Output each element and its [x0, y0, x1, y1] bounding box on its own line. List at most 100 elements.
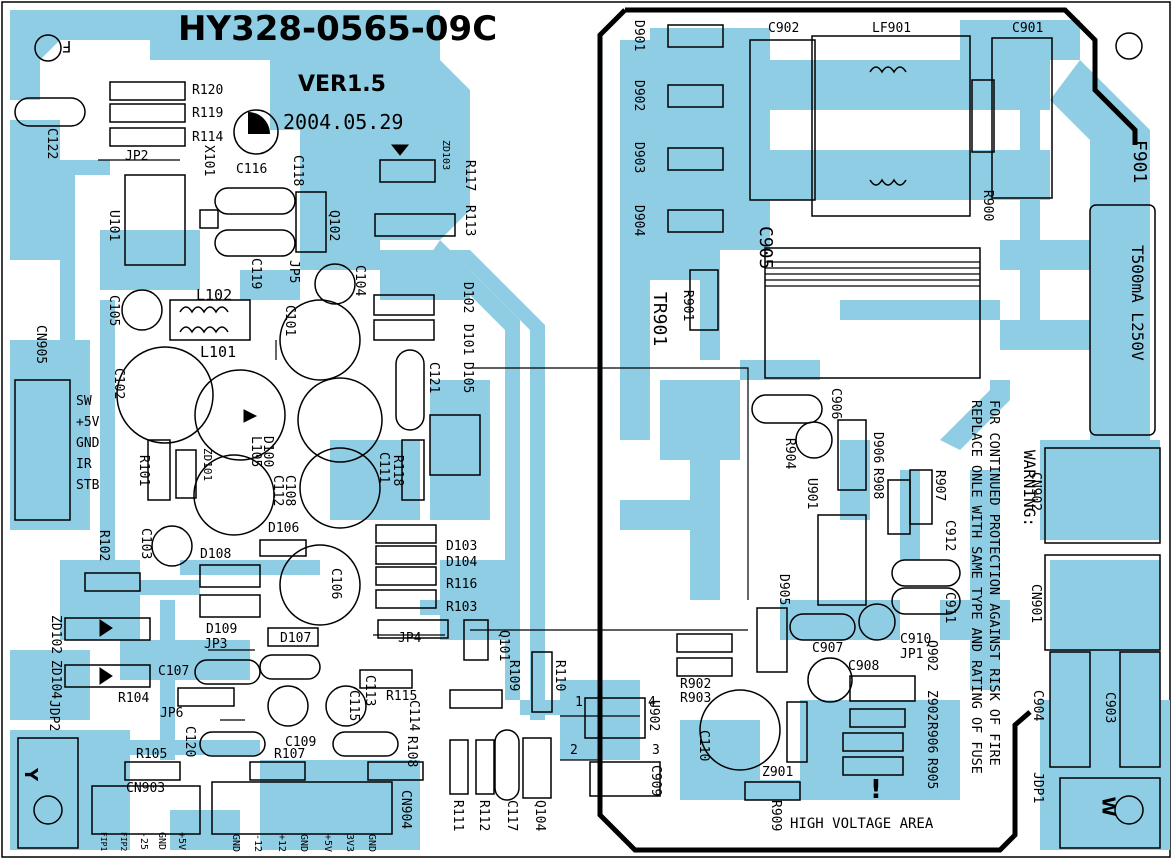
cn904-pin-3v3: 3V3 [344, 834, 355, 853]
label-jp3: JP3 [204, 637, 228, 652]
label-tr901: TR901 [649, 292, 670, 347]
label-jp5: JP5 [286, 260, 301, 284]
label-r907: R907 [932, 470, 947, 502]
label-jdp1: JDP1 [1030, 772, 1045, 804]
label-d102: D102 [460, 282, 475, 314]
label-r904: R904 [782, 438, 797, 470]
label-jdp2: JDP2 [46, 700, 61, 732]
label-r107: R107 [274, 747, 306, 762]
label-jp1: JP1 [900, 647, 924, 662]
cn905-pin-ir: IR [76, 457, 92, 472]
label-r115: R115 [386, 689, 418, 704]
label-d101: D101 [460, 324, 475, 356]
label-d904: D904 [631, 205, 646, 237]
label-r900: R900 [980, 190, 995, 222]
label-d905: D905 [776, 574, 791, 606]
date-label: 2004.05.29 [283, 110, 404, 134]
warning-line-1: FOR CONTINUED PROTECTION AGAINST RISK OF… [986, 400, 1002, 766]
label-r109: R109 [506, 660, 521, 692]
label-q104: Q104 [532, 800, 547, 832]
cn905-pin-5v: +5V [76, 415, 100, 430]
label-u101: U101 [106, 210, 121, 242]
label-c120: C120 [182, 726, 197, 758]
label-r110: R110 [552, 660, 567, 692]
label-d105: D105 [460, 362, 475, 394]
label-zd103: ZD103 [440, 140, 451, 171]
label-zd102: ZD102 [48, 615, 63, 655]
label-c113: C113 [362, 675, 377, 707]
label-c910: C910 [900, 632, 932, 647]
label-jp6: JP6 [160, 706, 184, 721]
label-l105: L105 [248, 436, 263, 468]
label-r114: R114 [192, 130, 224, 145]
label-c111: C111 [376, 452, 391, 484]
label-c117: C117 [504, 800, 519, 832]
label-r104: R104 [118, 691, 150, 706]
silkscreen-layer [14, 24, 1161, 849]
cn905-pin-stb: STB [76, 478, 100, 493]
label-d109: D109 [206, 622, 238, 637]
warning-title: WARNING: [1020, 450, 1039, 528]
cn903-pin-25: -25 [138, 832, 149, 851]
label-c912: C912 [942, 520, 957, 552]
cn903-pin-5v: +5V [176, 832, 187, 851]
cn904-pin-gnd2: GND [298, 834, 309, 853]
cn905-pin-sw: SW [76, 394, 92, 409]
label-f901: F901 [1129, 140, 1150, 184]
cn905-pin-gnd: GND [76, 436, 100, 451]
label-zd101: ZD101 [201, 448, 214, 482]
cn903-pin-fip2: FIP2 [119, 832, 128, 852]
label-c102: C102 [111, 368, 126, 400]
label-c112: C112 [270, 475, 285, 507]
label-c115: C115 [346, 690, 361, 722]
label-c911: C911 [942, 592, 957, 624]
label-lf901: LF901 [872, 21, 912, 36]
label-d104: D104 [446, 555, 478, 570]
label-cn903: CN903 [126, 781, 166, 796]
label-d901: D901 [631, 20, 646, 52]
label-cn904: CN904 [398, 790, 413, 830]
label-r903: R903 [680, 691, 712, 706]
label-jp2: JP2 [125, 149, 149, 164]
label-r112: R112 [476, 800, 491, 832]
label-c107: C107 [158, 664, 190, 679]
label-r119: R119 [192, 106, 224, 121]
label-d106: D106 [268, 521, 300, 536]
cn904-pin-p12: +12 [276, 834, 287, 853]
label-c904: C904 [1030, 690, 1045, 722]
cn904-pin-5v: +5V [322, 834, 333, 853]
label-cn905: CN905 [33, 325, 48, 365]
label-r116: R116 [446, 577, 478, 592]
label-r108: R108 [404, 736, 419, 768]
label-q101: Q101 [496, 630, 511, 662]
label-c103: C103 [138, 528, 153, 560]
label-l101: L101 [200, 343, 237, 361]
label-r905: R905 [924, 758, 939, 790]
label-d903: D903 [631, 142, 646, 174]
label-c114: C114 [406, 700, 421, 732]
label-jp4: JP4 [398, 631, 422, 646]
exclamation-icon: ! [870, 775, 882, 805]
label-x101: X101 [201, 145, 216, 177]
label-r906: R906 [924, 722, 939, 754]
w-mark: W [1097, 796, 1119, 817]
label-c109: C109 [285, 735, 317, 750]
label-r902: R902 [680, 677, 712, 692]
label-c118: C118 [290, 155, 305, 187]
label-c903: C903 [1102, 692, 1117, 724]
label-c106: C106 [328, 568, 343, 600]
label-r102: R102 [96, 530, 111, 562]
label-l102: L102 [196, 286, 233, 304]
cn903-pin-gnd: GND [156, 832, 167, 851]
y-mark: Y [20, 767, 42, 782]
label-c119: C119 [248, 258, 263, 290]
label-d103: D103 [446, 539, 478, 554]
label-c902: C902 [768, 21, 800, 36]
label-cn901: CN901 [1028, 584, 1043, 624]
cn904-pin-m12: -12 [252, 834, 263, 853]
label-c907: C907 [812, 641, 844, 656]
fuse-rating: T500mA L250V [1128, 245, 1147, 361]
label-d902: D902 [631, 80, 646, 112]
